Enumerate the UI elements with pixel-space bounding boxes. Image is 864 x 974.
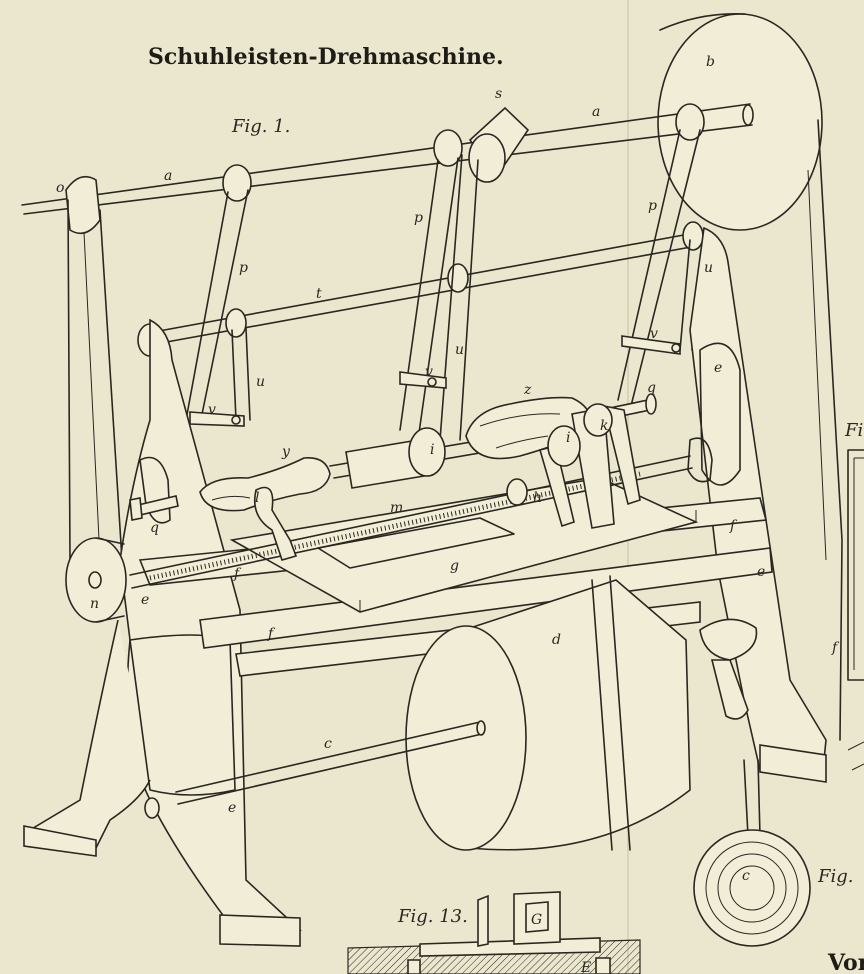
label-y: y xyxy=(281,444,291,460)
bearing-right xyxy=(699,618,758,720)
link-left xyxy=(185,189,251,427)
spindle xyxy=(329,419,603,489)
label-p-right: p xyxy=(648,198,657,214)
label-g: g xyxy=(450,558,459,574)
fig13-caption: Fig. 13. xyxy=(397,906,468,927)
stand-i xyxy=(547,403,641,529)
pulley-o xyxy=(65,175,123,561)
label-f-edge: f xyxy=(831,640,840,656)
right-partial-figure xyxy=(847,449,864,681)
label-p-left: p xyxy=(239,260,248,276)
shaft-c xyxy=(175,720,486,805)
label-d: d xyxy=(552,632,561,648)
label-c-pendulum: c xyxy=(742,868,750,884)
right-fig-caption: Fig. xyxy=(817,866,854,887)
label-e-left: e xyxy=(141,592,149,608)
fig1-caption: Fig. 1. xyxy=(231,116,290,137)
label-q-right: q xyxy=(647,380,656,396)
pendulum-figure xyxy=(693,741,864,947)
label-z: z xyxy=(523,382,532,398)
collar-left xyxy=(222,164,252,202)
belt-right-inner xyxy=(807,169,827,561)
label-E: E xyxy=(580,960,591,974)
label-i: i xyxy=(566,430,570,446)
label-q-left: q xyxy=(150,520,159,536)
label-f-left: f xyxy=(233,566,242,582)
label-e-right-lower: e xyxy=(757,564,765,580)
collar-right xyxy=(675,103,705,141)
label-f-lower: f xyxy=(267,626,276,642)
label-k: k xyxy=(600,418,608,434)
fig13-drawing xyxy=(347,891,641,974)
label-v-left: v xyxy=(208,402,216,418)
collar-mid xyxy=(433,129,463,167)
label-b: b xyxy=(706,54,715,70)
belt-right xyxy=(817,119,843,741)
label-e-foot: e xyxy=(228,800,236,816)
label-p-mid: p xyxy=(414,210,423,226)
bottom-right-text: Vor xyxy=(827,950,864,974)
label-h: h xyxy=(533,490,542,506)
link-right xyxy=(617,129,705,411)
label-v-right: v xyxy=(650,326,658,342)
drum-d xyxy=(405,575,691,851)
label-u-mid: u xyxy=(455,342,464,358)
label-u-right: u xyxy=(704,260,713,276)
workpiece-y xyxy=(199,457,331,512)
label-a-right: a xyxy=(592,104,600,120)
label-l: l xyxy=(255,490,259,506)
label-v-mid: v xyxy=(425,364,433,380)
label-o: o xyxy=(56,180,64,196)
label-a-left: a xyxy=(164,168,172,184)
flywheel-b xyxy=(657,13,823,231)
top-shaft-a xyxy=(21,103,754,215)
label-u-left: u xyxy=(256,374,265,390)
pulley-n xyxy=(65,537,127,623)
right-top-caption: Fig xyxy=(844,420,864,441)
link-middle xyxy=(399,154,479,441)
bolt-q-left xyxy=(129,495,179,521)
label-n: n xyxy=(90,596,99,612)
label-f-right: f xyxy=(729,518,738,534)
label-t: t xyxy=(316,286,322,302)
label-G: G xyxy=(531,912,542,928)
label-m: m xyxy=(390,500,403,516)
plate-title: Schuhleisten-Drehmaschine. xyxy=(148,44,504,70)
tool-rest-l xyxy=(253,486,298,561)
label-e-right-upper: e xyxy=(714,360,722,376)
label-r: i xyxy=(430,442,434,458)
label-c: c xyxy=(324,736,332,752)
label-s: s xyxy=(495,86,502,102)
table-g xyxy=(229,477,699,613)
